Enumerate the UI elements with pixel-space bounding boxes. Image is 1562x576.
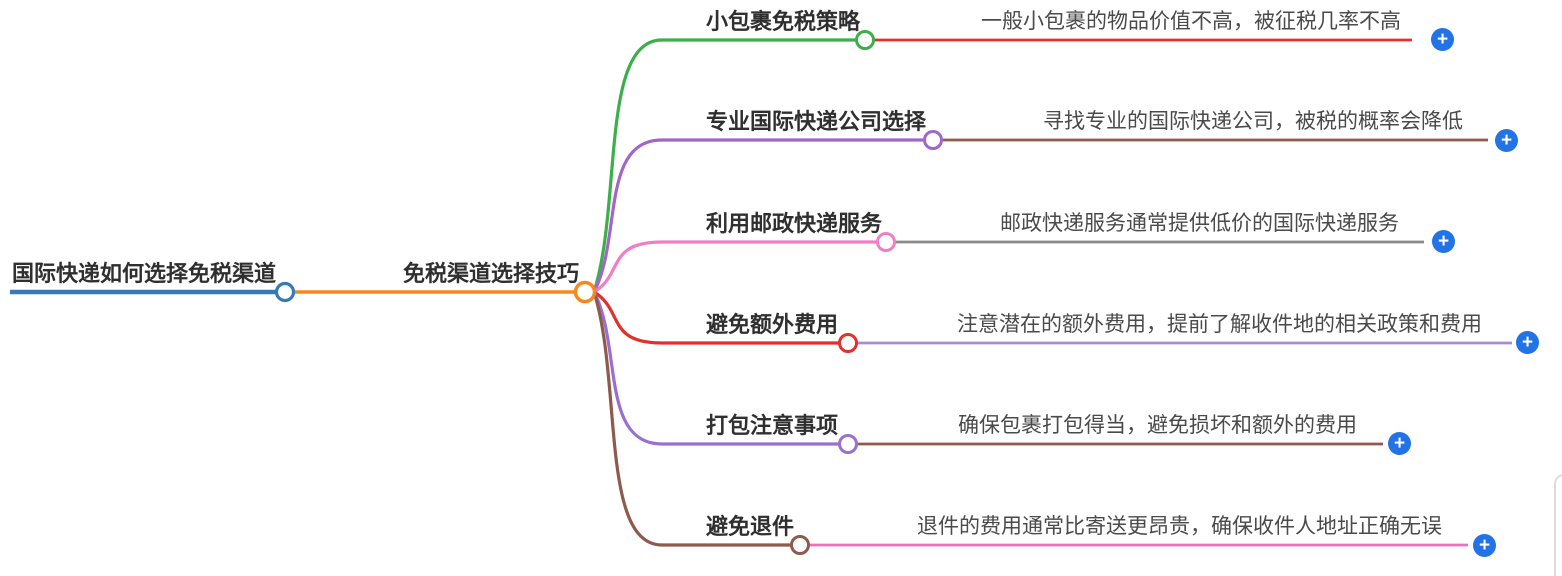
plus-icon: + xyxy=(1393,433,1406,454)
add-node-button-6[interactable]: + xyxy=(1473,534,1496,557)
root-node-label[interactable]: 国际快递如何选择免税渠道 xyxy=(12,261,277,286)
branch-curve-1 xyxy=(592,38,857,293)
branch-label-4[interactable]: 避免额外费用 xyxy=(706,312,839,337)
add-node-button-5[interactable]: + xyxy=(1388,432,1411,455)
add-node-button-4[interactable]: + xyxy=(1516,331,1539,354)
branch-handle-4[interactable] xyxy=(838,333,858,353)
branch-desc-1[interactable]: 一般小包裹的物品价值不高，被征税几率不高 xyxy=(981,10,1401,33)
branch-label-1[interactable]: 小包裹免税策略 xyxy=(706,9,861,34)
add-node-button-3[interactable]: + xyxy=(1432,230,1455,253)
branch-handle-5[interactable] xyxy=(838,434,858,454)
branch-desc-2[interactable]: 寻找专业的国际快递公司，被税的概率会降低 xyxy=(1043,110,1463,133)
add-node-button-1[interactable]: + xyxy=(1431,28,1454,51)
branch-handle-3[interactable] xyxy=(876,232,896,252)
branch-label-6[interactable]: 避免退件 xyxy=(706,514,795,539)
plus-icon: + xyxy=(1478,535,1491,556)
branch-desc-3[interactable]: 邮政快递服务通常提供低价的国际快递服务 xyxy=(1000,212,1399,235)
branch-handle-1[interactable] xyxy=(855,30,875,50)
plus-icon: + xyxy=(1521,332,1534,353)
center-node-handle[interactable] xyxy=(573,280,597,304)
branch-label-2[interactable]: 专业国际快递公司选择 xyxy=(706,109,927,134)
branch-handle-6[interactable] xyxy=(790,535,810,555)
branch-curve-2 xyxy=(592,138,925,293)
plus-icon: + xyxy=(1500,130,1513,151)
plus-icon: + xyxy=(1437,231,1450,252)
branch-curve-4 xyxy=(593,290,840,345)
offscreen-panel-edge xyxy=(1554,474,1562,576)
add-node-button-2[interactable]: + xyxy=(1495,129,1518,152)
branch-desc-4[interactable]: 注意潜在的额外费用，提前了解收件地的相关政策和费用 xyxy=(957,313,1482,336)
root-node-handle[interactable] xyxy=(274,281,296,303)
branch-curve-6 xyxy=(592,291,792,547)
branch-handle-2[interactable] xyxy=(923,130,943,150)
plus-icon: + xyxy=(1436,29,1449,50)
branch-curve-3 xyxy=(593,240,878,294)
branch-label-3[interactable]: 利用邮政快递服务 xyxy=(706,211,883,236)
center-node-label[interactable]: 免税渠道选择技巧 xyxy=(403,261,580,286)
branch-curve-5 xyxy=(592,291,840,446)
branch-desc-5[interactable]: 确保包裹打包得当，避免损坏和额外的费用 xyxy=(958,414,1357,437)
branch-desc-6[interactable]: 退件的费用通常比寄送更昂贵，确保收件人地址正确无误 xyxy=(917,515,1442,538)
branch-label-5[interactable]: 打包注意事项 xyxy=(706,413,839,438)
